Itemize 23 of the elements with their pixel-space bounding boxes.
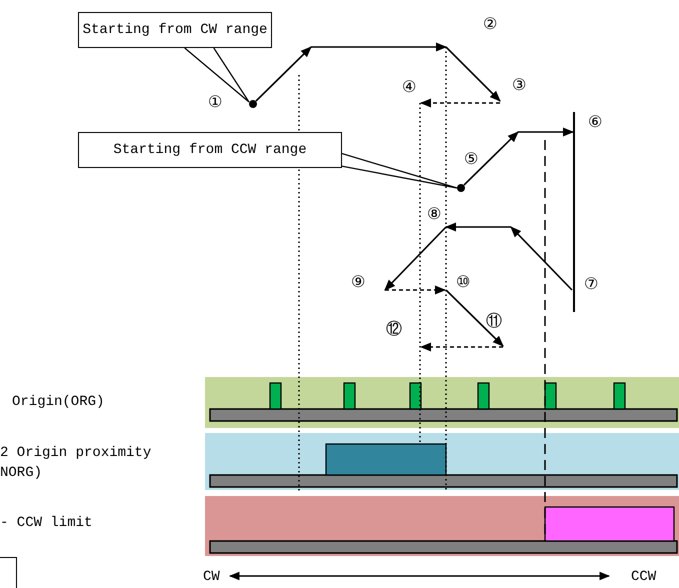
step-number: ⑦ (584, 275, 598, 294)
callout-text: Starting from CCW range (113, 142, 307, 158)
signal-label: 2 Origin proximity NORG) (0, 444, 152, 483)
callout-text: Starting from CW range (82, 22, 268, 38)
step-number: ⑧ (427, 205, 441, 224)
signal-label: - CCW limit (0, 515, 92, 531)
callout-box (78, 132, 342, 168)
axis-label: CCW (631, 569, 656, 585)
step-number: ④ (402, 78, 416, 97)
step-number: ⑤ (464, 150, 478, 169)
step-number: ⑫ (386, 320, 402, 340)
axis-label: CW (203, 569, 220, 585)
step-number: ① (208, 93, 222, 112)
step-number: ⑪ (486, 312, 502, 332)
step-number: ⑨ (351, 273, 365, 292)
leader-line (184, 48, 250, 103)
step-number: ③ (512, 76, 526, 95)
leader-line (342, 153, 458, 189)
step-number: ⑥ (588, 113, 602, 132)
step-number: ② (483, 15, 497, 34)
signal-label: Origin(ORG) (12, 394, 104, 410)
step-number: ⑩ (456, 273, 470, 292)
callout-box (78, 12, 272, 48)
